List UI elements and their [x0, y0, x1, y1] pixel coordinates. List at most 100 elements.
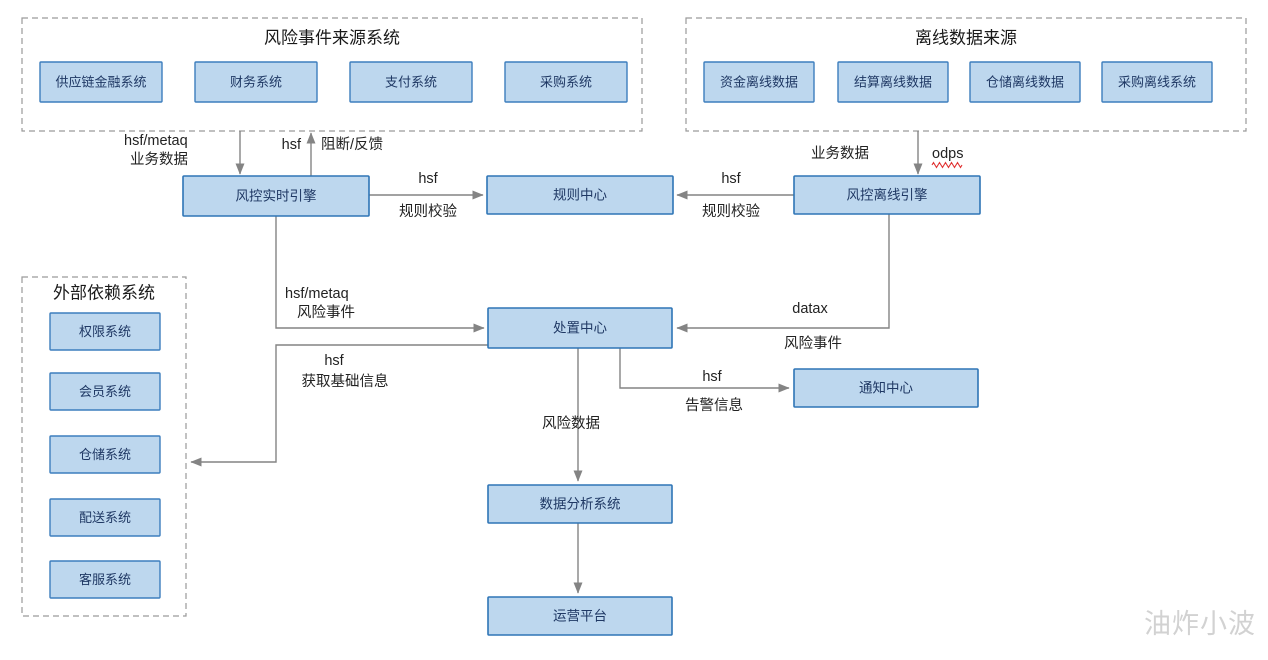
node-settlement-offline-data[interactable]: 结算离线数据: [837, 61, 949, 103]
node-customer-service[interactable]: 客服系统: [49, 560, 161, 599]
edge-path-disposal-to-notify: [619, 348, 790, 393]
edge-realtime-to-disposal: hsf/metaq 风险事件: [275, 216, 485, 333]
node-realtime-engine[interactable]: 风控实时引擎: [182, 175, 370, 217]
node-box-delivery-system[interactable]: [49, 498, 161, 537]
node-offline-engine[interactable]: 风控离线引擎: [793, 175, 981, 215]
node-label-realtime-engine: 风控实时引擎: [236, 189, 317, 204]
node-label-rule-center: 规则中心: [553, 188, 607, 203]
node-permission-system[interactable]: 权限系统: [49, 312, 161, 351]
node-box-fund-offline-data[interactable]: [703, 61, 815, 103]
node-label-procurement-system: 采购系统: [540, 74, 592, 89]
node-box-ops-platform[interactable]: [487, 596, 673, 636]
node-label-customer-service: 客服系统: [79, 572, 131, 587]
edge-label-source-to-realtime-1: 业务数据: [130, 151, 188, 168]
node-box-offline-engine[interactable]: [793, 175, 981, 215]
group-title-external-dependency: 外部依赖系统: [53, 283, 155, 302]
node-procurement-offline[interactable]: 采购离线系统: [1101, 61, 1213, 103]
edge-label-realtime-to-disposal-1: 风险事件: [297, 304, 355, 321]
node-label-fund-offline-data: 资金离线数据: [720, 74, 798, 89]
node-label-ops-platform: 运营平台: [553, 609, 607, 624]
node-label-warehouse-offline-data: 仓储离线数据: [986, 74, 1064, 89]
node-box-warehouse-offline-data[interactable]: [969, 61, 1081, 103]
spellcheck-underline-offline-source-to-offline-engine: [931, 161, 963, 169]
edge-label-disposal-to-warehouse-0: hsf: [324, 353, 344, 369]
node-supply-chain-finance[interactable]: 供应链金融系统: [39, 61, 163, 103]
node-fund-offline-data[interactable]: 资金离线数据: [703, 61, 815, 103]
edge-label-disposal-to-warehouse-1: 获取基础信息: [302, 373, 389, 390]
node-box-realtime-engine[interactable]: [182, 175, 370, 217]
node-rule-center[interactable]: 规则中心: [486, 175, 674, 215]
node-box-procurement-offline[interactable]: [1101, 61, 1213, 103]
node-finance-system[interactable]: 财务系统: [194, 61, 318, 103]
node-box-payment-system[interactable]: [349, 61, 473, 103]
node-label-offline-engine: 风控离线引擎: [847, 187, 928, 203]
node-box-finance-system[interactable]: [194, 61, 318, 103]
node-label-supply-chain-finance: 供应链金融系统: [55, 74, 146, 89]
group-title-offline-data-source: 离线数据来源: [915, 28, 1017, 47]
group-title-risk-event-source: 风险事件来源系统: [264, 28, 400, 47]
node-label-procurement-offline: 采购离线系统: [1118, 74, 1196, 89]
node-box-data-analysis[interactable]: [487, 484, 673, 524]
group-frame-offline-data-source: [685, 17, 1247, 132]
node-ops-platform[interactable]: 运营平台: [487, 596, 673, 636]
edge-label-source-to-realtime-0: hsf/metaq: [124, 133, 188, 149]
node-box-customer-service[interactable]: [49, 560, 161, 599]
edge-disposal-to-notify: hsf 告警信息: [619, 348, 790, 414]
edge-path-disposal-to-warehouse: [190, 344, 488, 467]
node-warehouse-offline-data[interactable]: 仓储离线数据: [969, 61, 1081, 103]
node-member-system[interactable]: 会员系统: [49, 372, 161, 411]
node-box-permission-system[interactable]: [49, 312, 161, 351]
edge-label-realtime-to-source-feedback-1: 阻断/反馈: [321, 136, 383, 153]
edge-label-offline-engine-to-disposal-1: 风险事件: [784, 335, 842, 352]
edge-disposal-to-analysis: 风险数据: [542, 348, 600, 482]
node-box-settlement-offline-data[interactable]: [837, 61, 949, 103]
watermark-label: 油炸小波: [1144, 609, 1256, 639]
edge-label-disposal-to-notify-0: hsf: [702, 369, 722, 385]
node-notify-center[interactable]: 通知中心: [793, 368, 979, 408]
watermark-layer: 油炸小波: [1144, 609, 1256, 639]
edge-label-offline-engine-to-disposal-0: datax: [792, 301, 828, 317]
node-box-member-system[interactable]: [49, 372, 161, 411]
edge-label-offline-to-rule-1: 规则校验: [702, 203, 760, 220]
edge-label-realtime-to-rule-0: hsf: [418, 171, 438, 187]
node-box-procurement-system[interactable]: [504, 61, 628, 103]
node-procurement-system[interactable]: 采购系统: [504, 61, 628, 103]
node-label-warehouse-system: 仓储系统: [79, 447, 131, 462]
edge-realtime-to-rule: hsf 规则校验: [369, 171, 484, 220]
group-frame-risk-event-source: [21, 17, 643, 132]
node-delivery-system[interactable]: 配送系统: [49, 498, 161, 537]
edge-label-realtime-to-source-feedback-0: hsf: [282, 137, 302, 153]
node-data-analysis[interactable]: 数据分析系统: [487, 484, 673, 524]
node-label-permission-system: 权限系统: [79, 324, 131, 339]
edge-label-realtime-to-disposal-0: hsf/metaq: [285, 286, 349, 302]
edge-path-realtime-to-disposal: [275, 216, 485, 333]
node-box-rule-center[interactable]: [486, 175, 674, 215]
edge-offline-engine-to-disposal: datax 风险事件: [676, 214, 890, 352]
node-box-disposal-center[interactable]: [487, 307, 673, 349]
edge-source-to-realtime: hsf/metaq 业务数据: [124, 131, 245, 175]
node-label-member-system: 会员系统: [79, 384, 131, 399]
node-box-notify-center[interactable]: [793, 368, 979, 408]
edge-label-offline-source-to-offline-engine-0: 业务数据: [811, 145, 869, 162]
edge-label-realtime-to-rule-1: 规则校验: [399, 203, 457, 220]
node-box-supply-chain-finance[interactable]: [39, 61, 163, 103]
node-warehouse-system[interactable]: 仓储系统: [49, 435, 161, 474]
node-label-finance-system: 财务系统: [230, 74, 282, 89]
node-label-data-analysis: 数据分析系统: [540, 497, 621, 512]
edge-label-disposal-to-notify-1: 告警信息: [685, 397, 743, 414]
node-label-delivery-system: 配送系统: [79, 510, 131, 525]
node-payment-system[interactable]: 支付系统: [349, 61, 473, 103]
node-disposal-center[interactable]: 处置中心: [487, 307, 673, 349]
node-box-warehouse-system[interactable]: [49, 435, 161, 474]
group-frame-external-dependency: [21, 276, 187, 617]
